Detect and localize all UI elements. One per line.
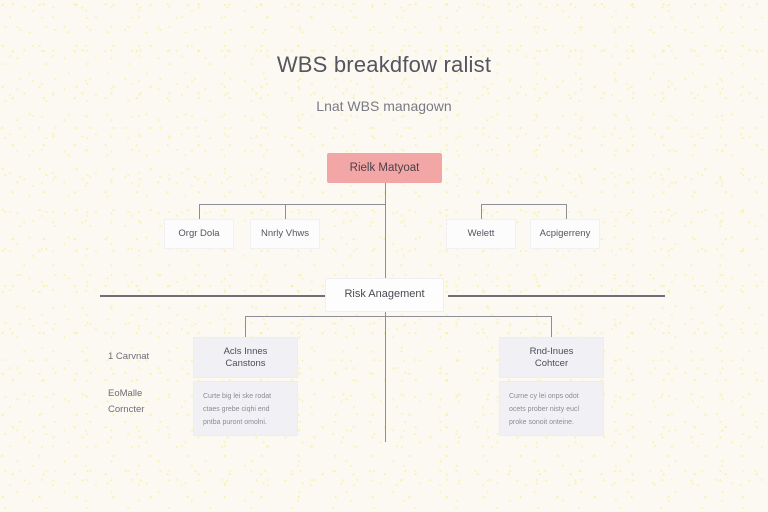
node-level2-nnrly-vhws[interactable]: Nnrly Vhws [250, 219, 320, 249]
divider-rule-right [448, 295, 665, 297]
side-label-carvnat: 1 Carvnat [108, 351, 150, 362]
connector-left-bracket-drop-2 [285, 204, 286, 219]
connector-lower-right-drop [551, 316, 552, 337]
connector-left-bracket-drop-1 [199, 204, 200, 219]
connector-right-bracket-drop-2 [566, 204, 567, 219]
node-root[interactable]: Rielk Matyoat [327, 153, 442, 183]
page-subtitle: Lnat WBS managown [316, 98, 452, 114]
connector-right-bracket-horizontal [481, 204, 567, 205]
connector-mid-vertical [385, 312, 386, 442]
node-level2-welett[interactable]: Welett [446, 219, 516, 249]
card-left-heading[interactable]: Acls Innes Canstons [193, 337, 298, 378]
card-right-heading[interactable]: Rnd-Inues Cohtcer [499, 337, 604, 378]
connector-right-bracket-drop-1 [481, 204, 482, 219]
node-mid-risk-anagement[interactable]: Risk Anagement [325, 278, 444, 312]
page-title: WBS breakdfow ralist [276, 52, 492, 77]
connector-lower-left-horizontal [245, 316, 385, 317]
connector-root-vertical [385, 183, 386, 278]
card-right-body: Curne cy lei onps odot ocets prober nist… [499, 381, 604, 436]
node-level2-orgr-dola[interactable]: Orgr Dola [164, 219, 234, 249]
side-label-corncter: EoMalle Corncter [108, 388, 145, 416]
connector-lower-left-drop [245, 316, 246, 337]
card-left-body: Curte big lei ske rodat ctaes grebe ciqh… [193, 381, 298, 436]
connector-lower-right-horizontal [385, 316, 552, 317]
divider-rule-left [100, 295, 325, 297]
node-level2-acpigerreny[interactable]: Acpigerreny [530, 219, 600, 249]
connector-left-bracket-horizontal [199, 204, 386, 205]
